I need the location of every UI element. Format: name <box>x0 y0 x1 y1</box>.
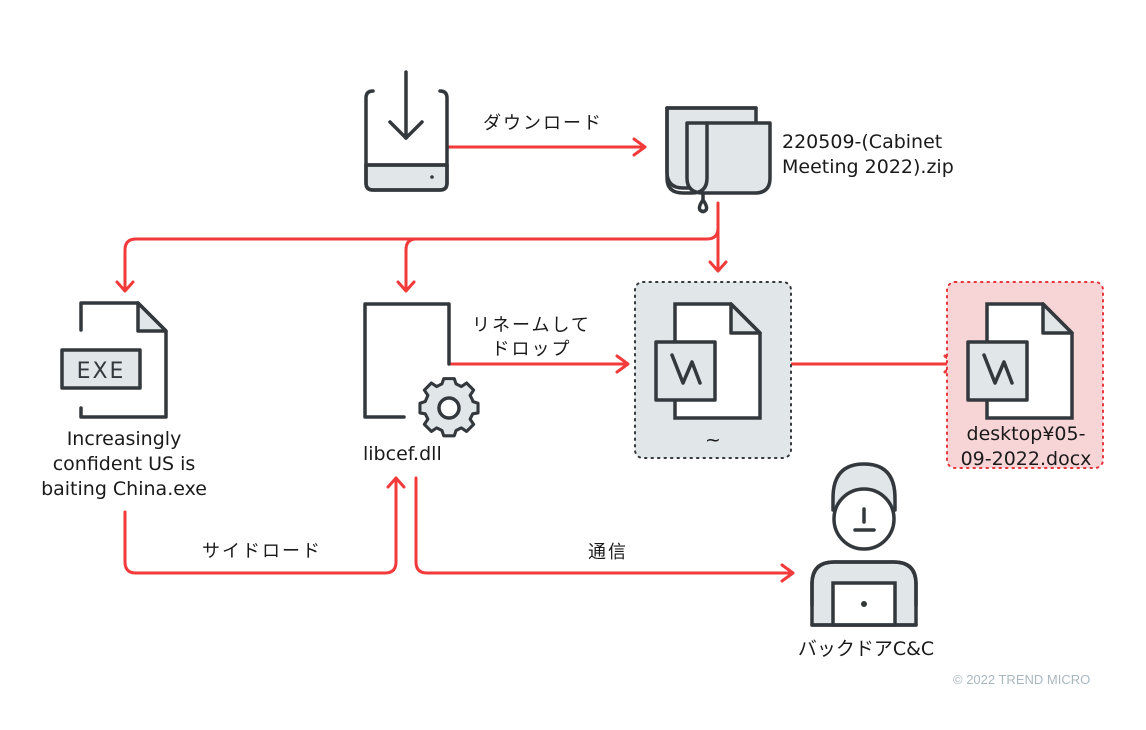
dll-gear-icon <box>363 302 480 438</box>
exe-label: Increasingly confident US is baiting Chi… <box>41 427 207 502</box>
edge-download <box>446 137 647 157</box>
edge-label-communicate: 通信 <box>588 542 628 563</box>
edge-sideload <box>123 476 406 575</box>
word-document-icon <box>654 302 762 420</box>
edge-rename-drop <box>449 354 630 374</box>
edge-temp-to-output <box>790 354 958 374</box>
output-document-label: desktop¥05- 09-2022.docx <box>961 422 1092 472</box>
exe-file-icon: EXE <box>60 301 168 419</box>
edge-zip-to-branches <box>115 201 728 293</box>
zip-archive-icon <box>665 106 772 214</box>
cnc-label: バックドアC&C <box>797 638 935 660</box>
output-label-line-2: 09-2022.docx <box>960 448 1092 470</box>
temp-document-label: ~ <box>705 429 721 451</box>
exe-label-line-2: confident US is <box>52 453 196 475</box>
output-label-line-1: desktop¥05- <box>966 423 1086 445</box>
rename-drop-line-1: リネームして <box>472 315 591 336</box>
exe-label-line-1: Increasingly <box>66 428 182 450</box>
edge-label-sideload: サイドロード <box>202 541 322 562</box>
word-document-icon <box>966 302 1074 420</box>
download-icon <box>364 70 449 192</box>
rename-drop-line-2: ドロップ <box>491 339 572 360</box>
exe-badge: EXE <box>77 359 126 384</box>
zip-label: 220509-(Cabinet Meeting 2022).zip <box>782 130 954 180</box>
exe-label-line-3: baiting China.exe <box>41 478 207 500</box>
hacker-icon <box>810 462 918 627</box>
edge-label-rename-drop: リネームして ドロップ <box>472 314 591 362</box>
zip-label-line-2: Meeting 2022).zip <box>782 156 954 178</box>
zip-label-line-1: 220509-(Cabinet <box>782 131 943 153</box>
edge-communicate <box>414 476 795 583</box>
copyright: © 2022 TREND MICRO <box>953 672 1091 687</box>
edge-label-download: ダウンロード <box>483 113 603 134</box>
dll-label: libcef.dll <box>363 443 442 465</box>
